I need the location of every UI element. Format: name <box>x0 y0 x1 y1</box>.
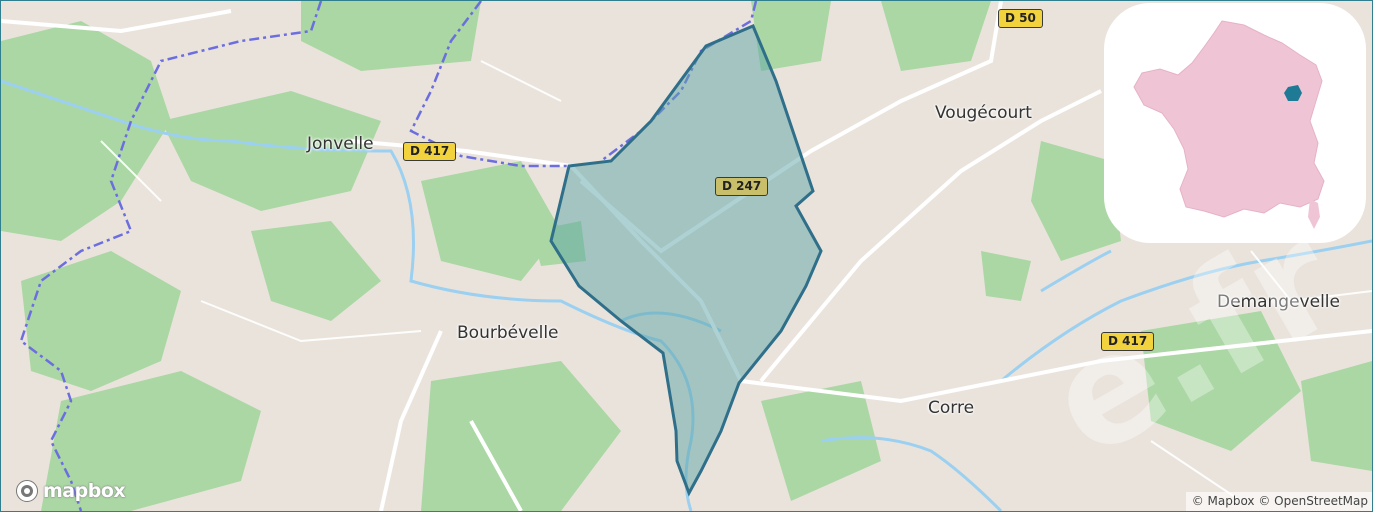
road-shield-d417-west: D 417 <box>403 142 457 161</box>
mapbox-icon <box>16 480 38 502</box>
place-label-vougecourt: Vougécourt <box>935 103 1032 123</box>
place-label-demangevelle: Demangevelle <box>1217 292 1340 312</box>
department-border <box>19 1 571 511</box>
inset-locator-map <box>1104 3 1366 243</box>
road-shield-d417-east: D 417 <box>1101 332 1155 351</box>
road-shield-d247: D 247 <box>715 177 769 196</box>
map-attribution[interactable]: © Mapbox © OpenStreetMap <box>1185 492 1372 511</box>
commune-boundary[interactable] <box>549 24 823 497</box>
france-outline <box>1133 20 1325 229</box>
minor-roads <box>100 60 1372 502</box>
road-shield-d50: D 50 <box>998 9 1043 28</box>
place-label-corre: Corre <box>928 398 975 418</box>
mapbox-logo[interactable]: mapbox <box>15 479 126 503</box>
commune-highlight-marker <box>1284 85 1302 101</box>
place-label-jonvelle: Jonvelle <box>307 134 374 154</box>
mapbox-logo-text: mapbox <box>43 480 126 502</box>
place-label-bourbevelle: Bourbévelle <box>457 323 559 343</box>
